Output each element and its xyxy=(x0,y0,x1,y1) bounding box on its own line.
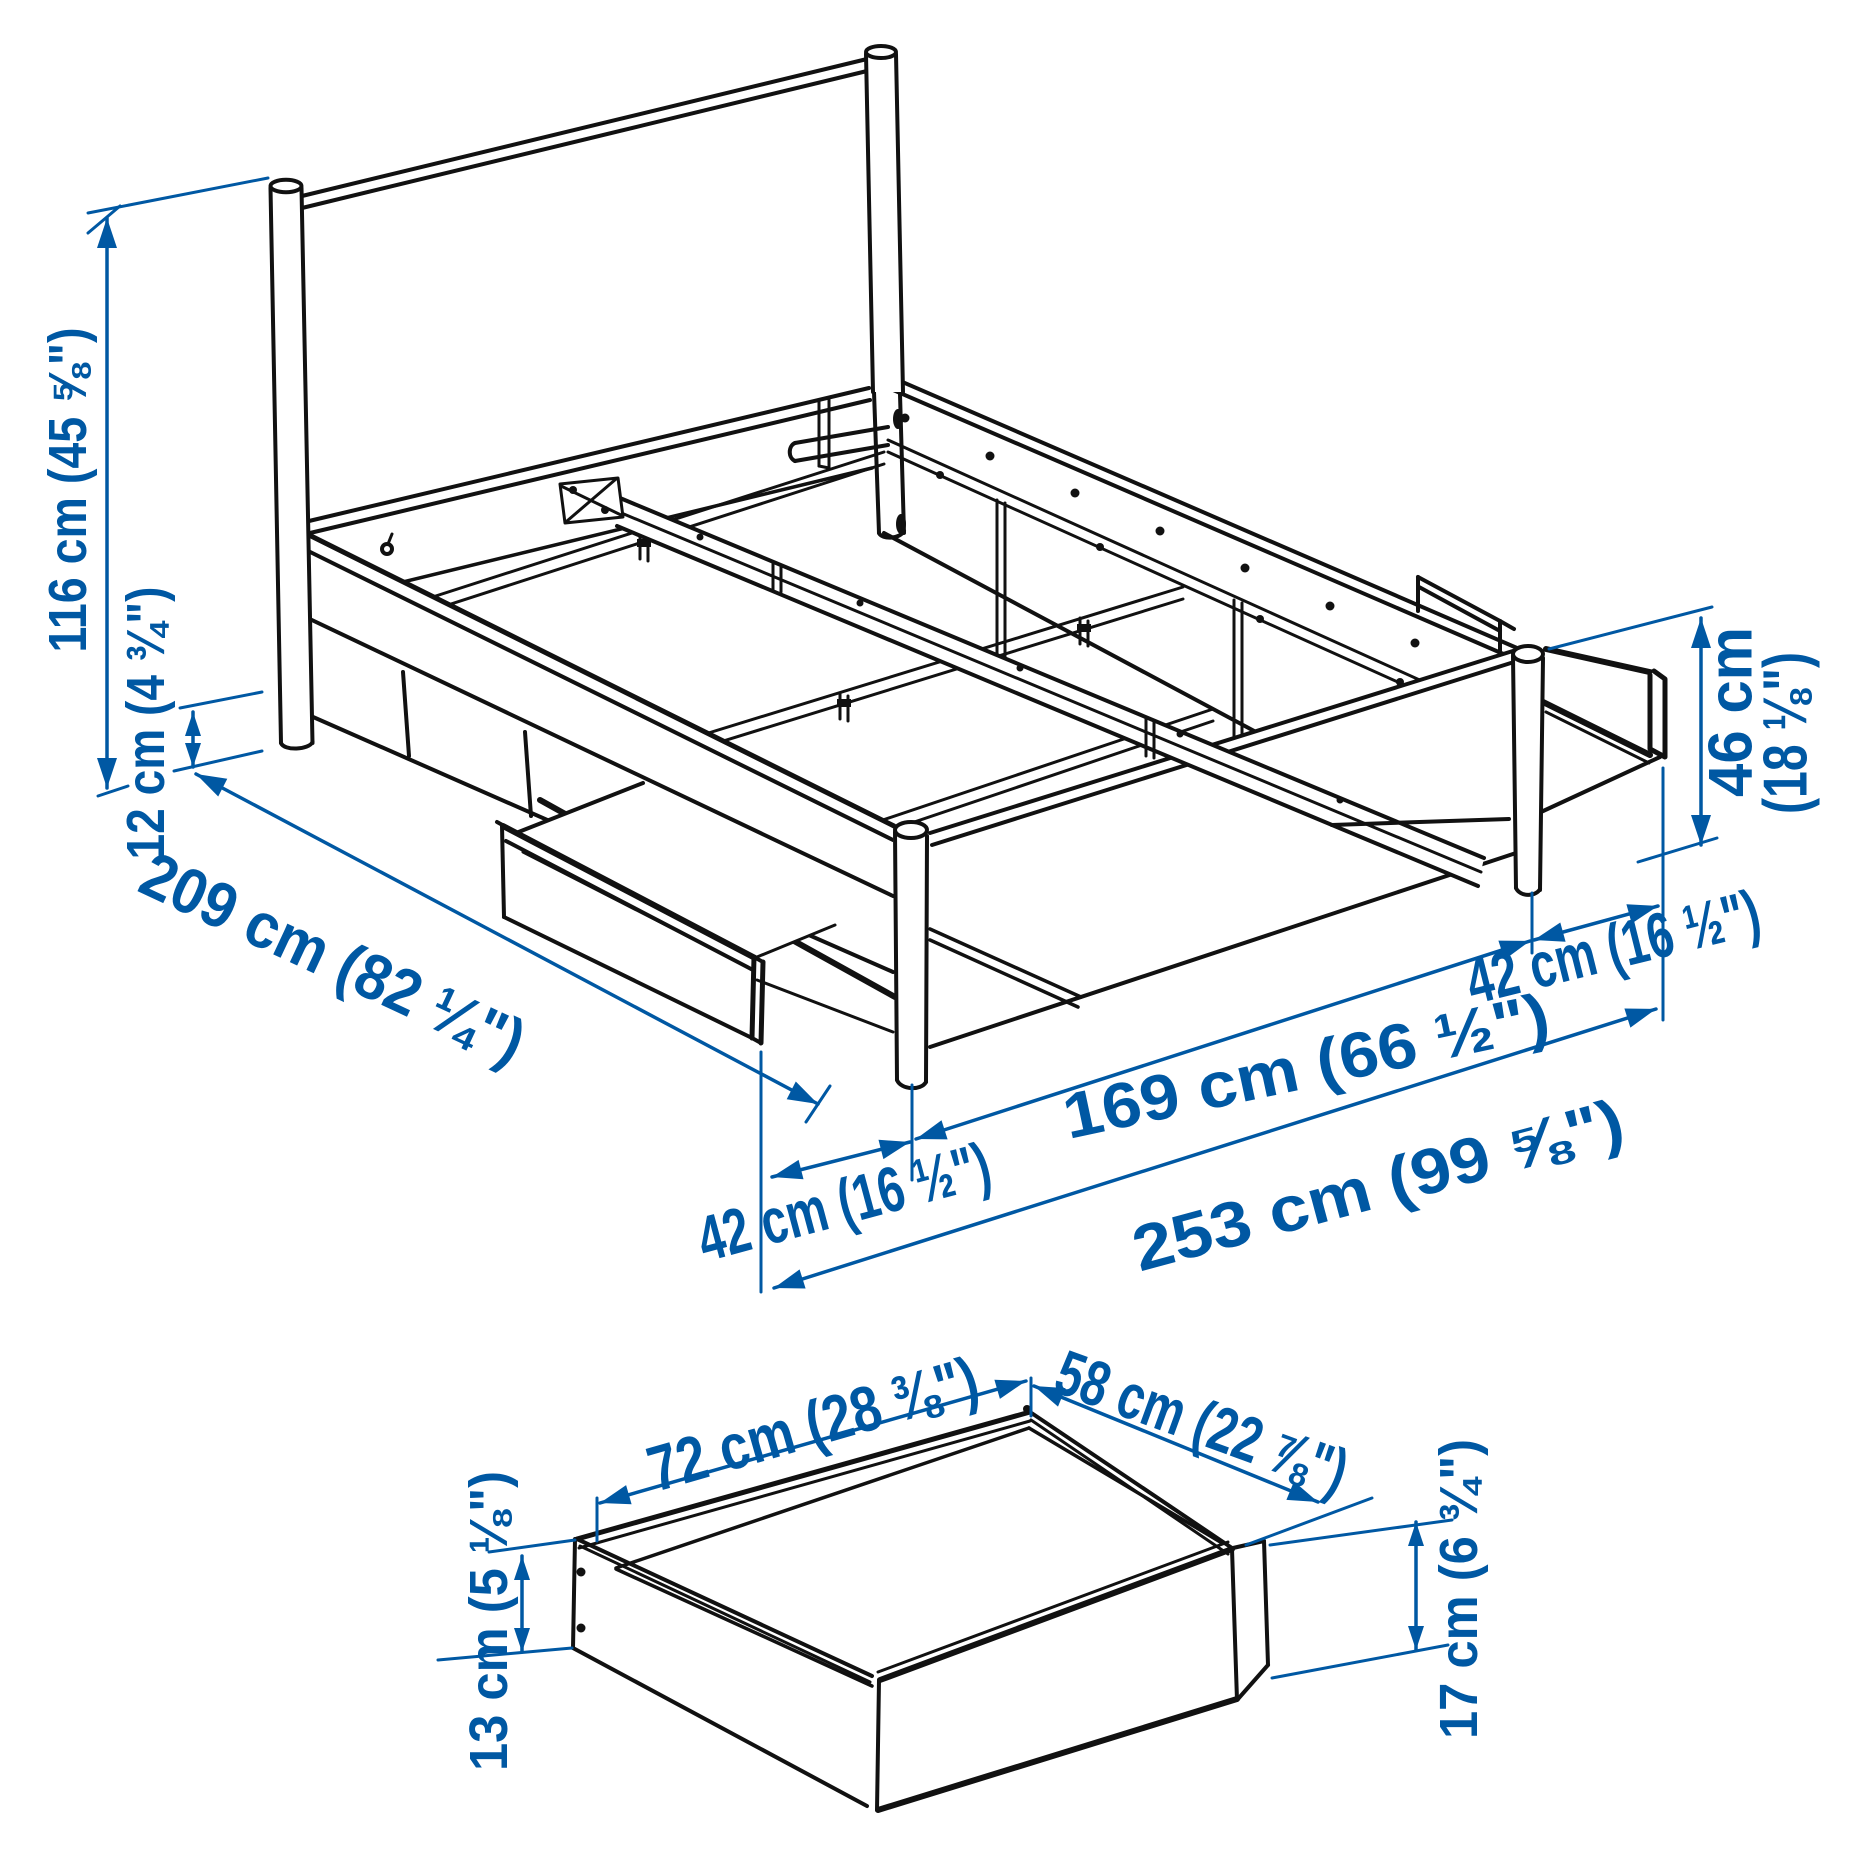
svg-text:46 cm: 46 cm xyxy=(1697,627,1766,797)
svg-text:17 cm (6 ¾"): 17 cm (6 ¾") xyxy=(1429,1439,1489,1739)
svg-text:116 cm (45 ⅝"): 116 cm (45 ⅝") xyxy=(38,328,98,653)
svg-text:13 cm (5 ⅛"): 13 cm (5 ⅛") xyxy=(459,1471,519,1771)
svg-text:(18 ⅛"): (18 ⅛") xyxy=(1752,652,1821,814)
svg-text:12 cm (4 ¾"): 12 cm (4 ¾") xyxy=(116,587,176,860)
